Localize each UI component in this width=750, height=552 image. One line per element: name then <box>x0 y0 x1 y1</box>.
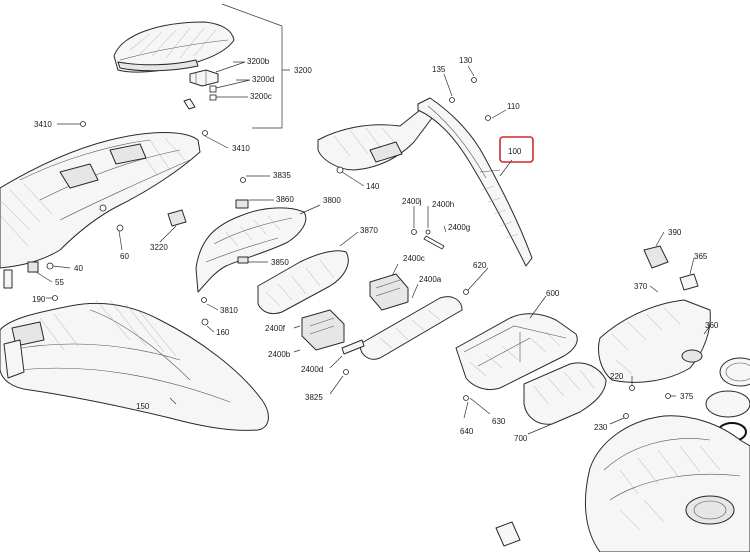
label-365: 365 <box>694 252 708 261</box>
label-2400a: 2400a <box>419 275 442 284</box>
part-3200b-bracket[interactable] <box>189 69 219 87</box>
label-3870: 3870 <box>360 226 378 235</box>
label-600: 600 <box>546 289 560 298</box>
label-370: 370 <box>634 282 648 291</box>
part-100-arm[interactable] <box>417 97 533 267</box>
part-390-latch[interactable] <box>643 245 669 269</box>
part-150-front-cowl[interactable] <box>0 299 269 431</box>
label-620: 620 <box>473 261 487 270</box>
label-100: 100 <box>508 147 522 156</box>
label-3850: 3850 <box>271 258 289 267</box>
label-3410-left: 3410 <box>34 120 52 129</box>
label-3200d: 3200d <box>252 75 274 84</box>
label-2400g: 2400g <box>448 223 470 232</box>
part-2400d-bar[interactable] <box>341 339 365 355</box>
highlight-box-100 <box>499 136 534 163</box>
label-60: 60 <box>120 252 129 261</box>
label-3860: 3860 <box>276 195 294 204</box>
label-220: 220 <box>610 372 624 381</box>
label-130: 130 <box>459 56 473 65</box>
label-3410-right: 3410 <box>232 144 250 153</box>
label-135: 135 <box>432 65 446 74</box>
part-2400b-module[interactable] <box>301 309 345 351</box>
label-3835: 3835 <box>273 171 291 180</box>
label-190: 190 <box>32 295 46 304</box>
label-3810: 3810 <box>220 306 238 315</box>
label-375: 375 <box>680 392 694 401</box>
label-700: 700 <box>514 434 528 443</box>
label-40: 40 <box>74 264 83 273</box>
label-3200c: 3200c <box>250 92 272 101</box>
label-110: 110 <box>507 102 520 111</box>
label-640: 640 <box>460 427 474 436</box>
label-360: 360 <box>705 321 719 330</box>
label-2400b: 2400b <box>268 350 291 359</box>
label-140: 140 <box>366 182 380 191</box>
part-140-panel[interactable] <box>317 109 433 171</box>
label-3200b: 3200b <box>247 57 270 66</box>
part-600-box[interactable] <box>455 313 578 391</box>
label-3200: 3200 <box>294 66 312 75</box>
label-2400d: 2400d <box>301 365 323 374</box>
label-230: 230 <box>594 423 608 432</box>
part-2400c-module[interactable] <box>369 273 409 311</box>
label-160: 160 <box>216 328 230 337</box>
label-2400j: 2400j <box>402 197 422 206</box>
part-side-panel-left[interactable] <box>0 132 201 269</box>
label-3825: 3825 <box>305 393 323 402</box>
part-2400a-tray[interactable] <box>359 296 463 360</box>
part-700-cover[interactable] <box>523 362 607 425</box>
part-365-latch[interactable] <box>679 273 699 291</box>
part-3200d-3200c-hardware[interactable] <box>183 85 217 110</box>
label-2400f: 2400f <box>265 324 286 333</box>
part-3870-housing[interactable] <box>257 250 349 315</box>
part-3200-cover[interactable] <box>113 21 235 73</box>
label-2400c: 2400c <box>403 254 425 263</box>
label-55: 55 <box>55 278 64 287</box>
label-390: 390 <box>668 228 682 237</box>
label-150: 150 <box>136 402 150 411</box>
part-ring-large[interactable] <box>719 357 750 387</box>
part-3800-bracket[interactable] <box>195 207 307 293</box>
label-630: 630 <box>492 417 506 426</box>
label-3800: 3800 <box>323 196 341 205</box>
part-360-console[interactable] <box>598 299 711 383</box>
label-2400h: 2400h <box>432 200 454 209</box>
label-3220: 3220 <box>150 243 168 252</box>
part-3220-clip[interactable] <box>167 209 187 227</box>
part-lower-frame[interactable] <box>584 415 750 552</box>
